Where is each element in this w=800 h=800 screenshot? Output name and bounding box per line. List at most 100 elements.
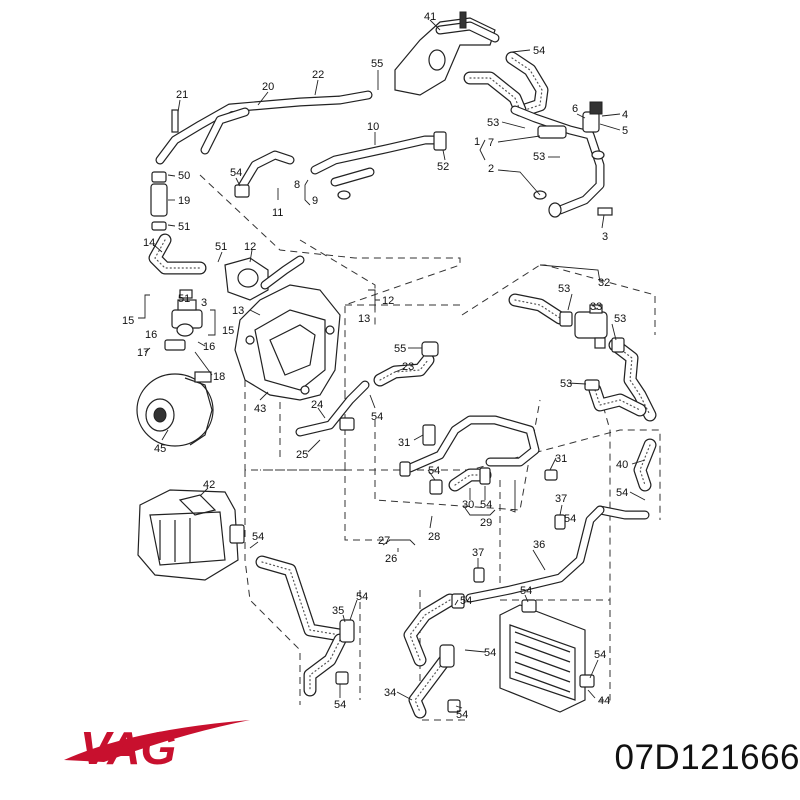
callout-label: 54 xyxy=(456,709,468,721)
callout-label: 22 xyxy=(312,69,324,81)
callout-label: 41 xyxy=(424,11,436,23)
coolant-valve-15 xyxy=(164,289,203,351)
coolant-valve-33 xyxy=(508,293,657,422)
group-outlines xyxy=(199,174,661,721)
vag-logo: VAG xyxy=(64,720,250,774)
callout-label: 55 xyxy=(371,58,383,70)
leader-lines xyxy=(138,19,646,709)
callout-label: 54 xyxy=(533,45,545,57)
coolant-flange-41 xyxy=(394,11,500,96)
callout-label: 16 xyxy=(203,341,215,353)
auxiliary-heater-42 xyxy=(137,489,245,581)
callout-label: 54 xyxy=(480,499,492,511)
callout-label: 5 xyxy=(622,125,628,137)
callout-label: 12 xyxy=(244,241,256,253)
callout-label: 54 xyxy=(334,699,346,711)
callout-label: 26 xyxy=(385,553,397,565)
callout-label: 43 xyxy=(254,403,266,415)
callout-label: 25 xyxy=(296,449,308,461)
callout-label: 23 xyxy=(402,361,414,373)
callout-label: 2 xyxy=(488,163,494,175)
callout-label: 10 xyxy=(367,121,379,133)
callout-label: 50 xyxy=(178,170,190,182)
callout-label: 32 xyxy=(598,277,610,289)
callout-label: 12 xyxy=(382,295,394,307)
callout-labels: 41 54 55 20 22 21 6 4 5 53 7 1 53 2 3 10… xyxy=(122,11,628,721)
callout-label: 51 xyxy=(215,241,227,253)
callout-label: 51 xyxy=(178,221,190,233)
coolant-pipe-1 xyxy=(510,101,613,218)
callout-label: 15 xyxy=(222,325,234,337)
callout-label: 53 xyxy=(533,151,545,163)
coolant-hose-top-right xyxy=(463,51,549,117)
callout-label: 15 xyxy=(122,315,134,327)
callout-label: 31 xyxy=(398,437,410,449)
callout-label: 54 xyxy=(594,649,606,661)
callout-label: 54 xyxy=(616,487,628,499)
callout-label: 54 xyxy=(564,513,576,525)
part-number: 07D121666 xyxy=(614,738,800,777)
callout-label: 3 xyxy=(201,297,207,309)
callout-label: 40 xyxy=(616,459,628,471)
callout-label: 44 xyxy=(598,695,610,707)
callout-label: 28 xyxy=(428,531,440,543)
callout-label: 34 xyxy=(384,687,396,699)
callout-label: 36 xyxy=(533,539,545,551)
callout-label: 3 xyxy=(602,231,608,243)
callout-label: 13 xyxy=(358,313,370,325)
callout-label: 7 xyxy=(488,137,494,149)
callout-label: 31 xyxy=(555,453,567,465)
callout-label: 54 xyxy=(356,591,368,603)
callout-label: 37 xyxy=(555,493,567,505)
callout-label: 54 xyxy=(230,167,242,179)
coolant-hose-34 xyxy=(403,593,465,719)
vag-logo-swoosh xyxy=(64,720,250,762)
coolant-hose-8 xyxy=(234,131,447,200)
callout-label: 24 xyxy=(311,399,323,411)
callout-label: 45 xyxy=(154,443,166,455)
coolant-pipe-20 xyxy=(155,90,373,165)
coolant-hose-14 xyxy=(148,233,207,275)
callout-label: 6 xyxy=(572,103,578,115)
callout-label: 54 xyxy=(252,531,264,543)
coolant-pump-12 xyxy=(224,255,305,301)
callout-label: 53 xyxy=(487,117,499,129)
coolant-housing-43 xyxy=(234,284,341,401)
coolant-pipe-29 xyxy=(399,415,558,495)
callout-label: 54 xyxy=(428,465,440,477)
callout-label: 33 xyxy=(590,301,602,313)
coolant-hose-23 xyxy=(373,341,439,387)
callout-label: 20 xyxy=(262,81,274,93)
callout-label: 16 xyxy=(145,329,157,341)
callout-label: 19 xyxy=(178,195,190,207)
callout-label: 17 xyxy=(137,347,149,359)
callout-label: 53 xyxy=(558,283,570,295)
coolant-flange-19 xyxy=(150,109,179,231)
callout-label: 37 xyxy=(472,547,484,559)
callout-label: 53 xyxy=(560,378,572,390)
callout-label: 53 xyxy=(614,313,626,325)
callout-label: 14 xyxy=(143,237,155,249)
callout-label: 27 xyxy=(378,535,390,547)
callout-label: 13 xyxy=(232,305,244,317)
heat-exchanger-44 xyxy=(499,599,595,713)
callout-label: 9 xyxy=(312,195,318,207)
callout-label: 51 xyxy=(178,293,190,305)
alternator-45 xyxy=(136,371,214,447)
callout-label: 55 xyxy=(394,343,406,355)
callout-label: 54 xyxy=(460,595,472,607)
coolant-hose-40 xyxy=(595,438,657,520)
callout-label: 11 xyxy=(272,207,283,219)
callout-label: 30 xyxy=(462,499,474,511)
callout-label: 42 xyxy=(203,479,215,491)
coolant-pipe-36 xyxy=(465,505,605,603)
callout-label: 8 xyxy=(294,179,300,191)
callout-label: 21 xyxy=(176,89,188,101)
vag-logo-text: VAG xyxy=(80,722,176,774)
callout-label: 54 xyxy=(520,585,532,597)
callout-label: 52 xyxy=(437,161,449,173)
callout-label: 35 xyxy=(332,605,344,617)
callout-label: 54 xyxy=(371,411,383,423)
coolant-hose-35 xyxy=(255,555,355,697)
